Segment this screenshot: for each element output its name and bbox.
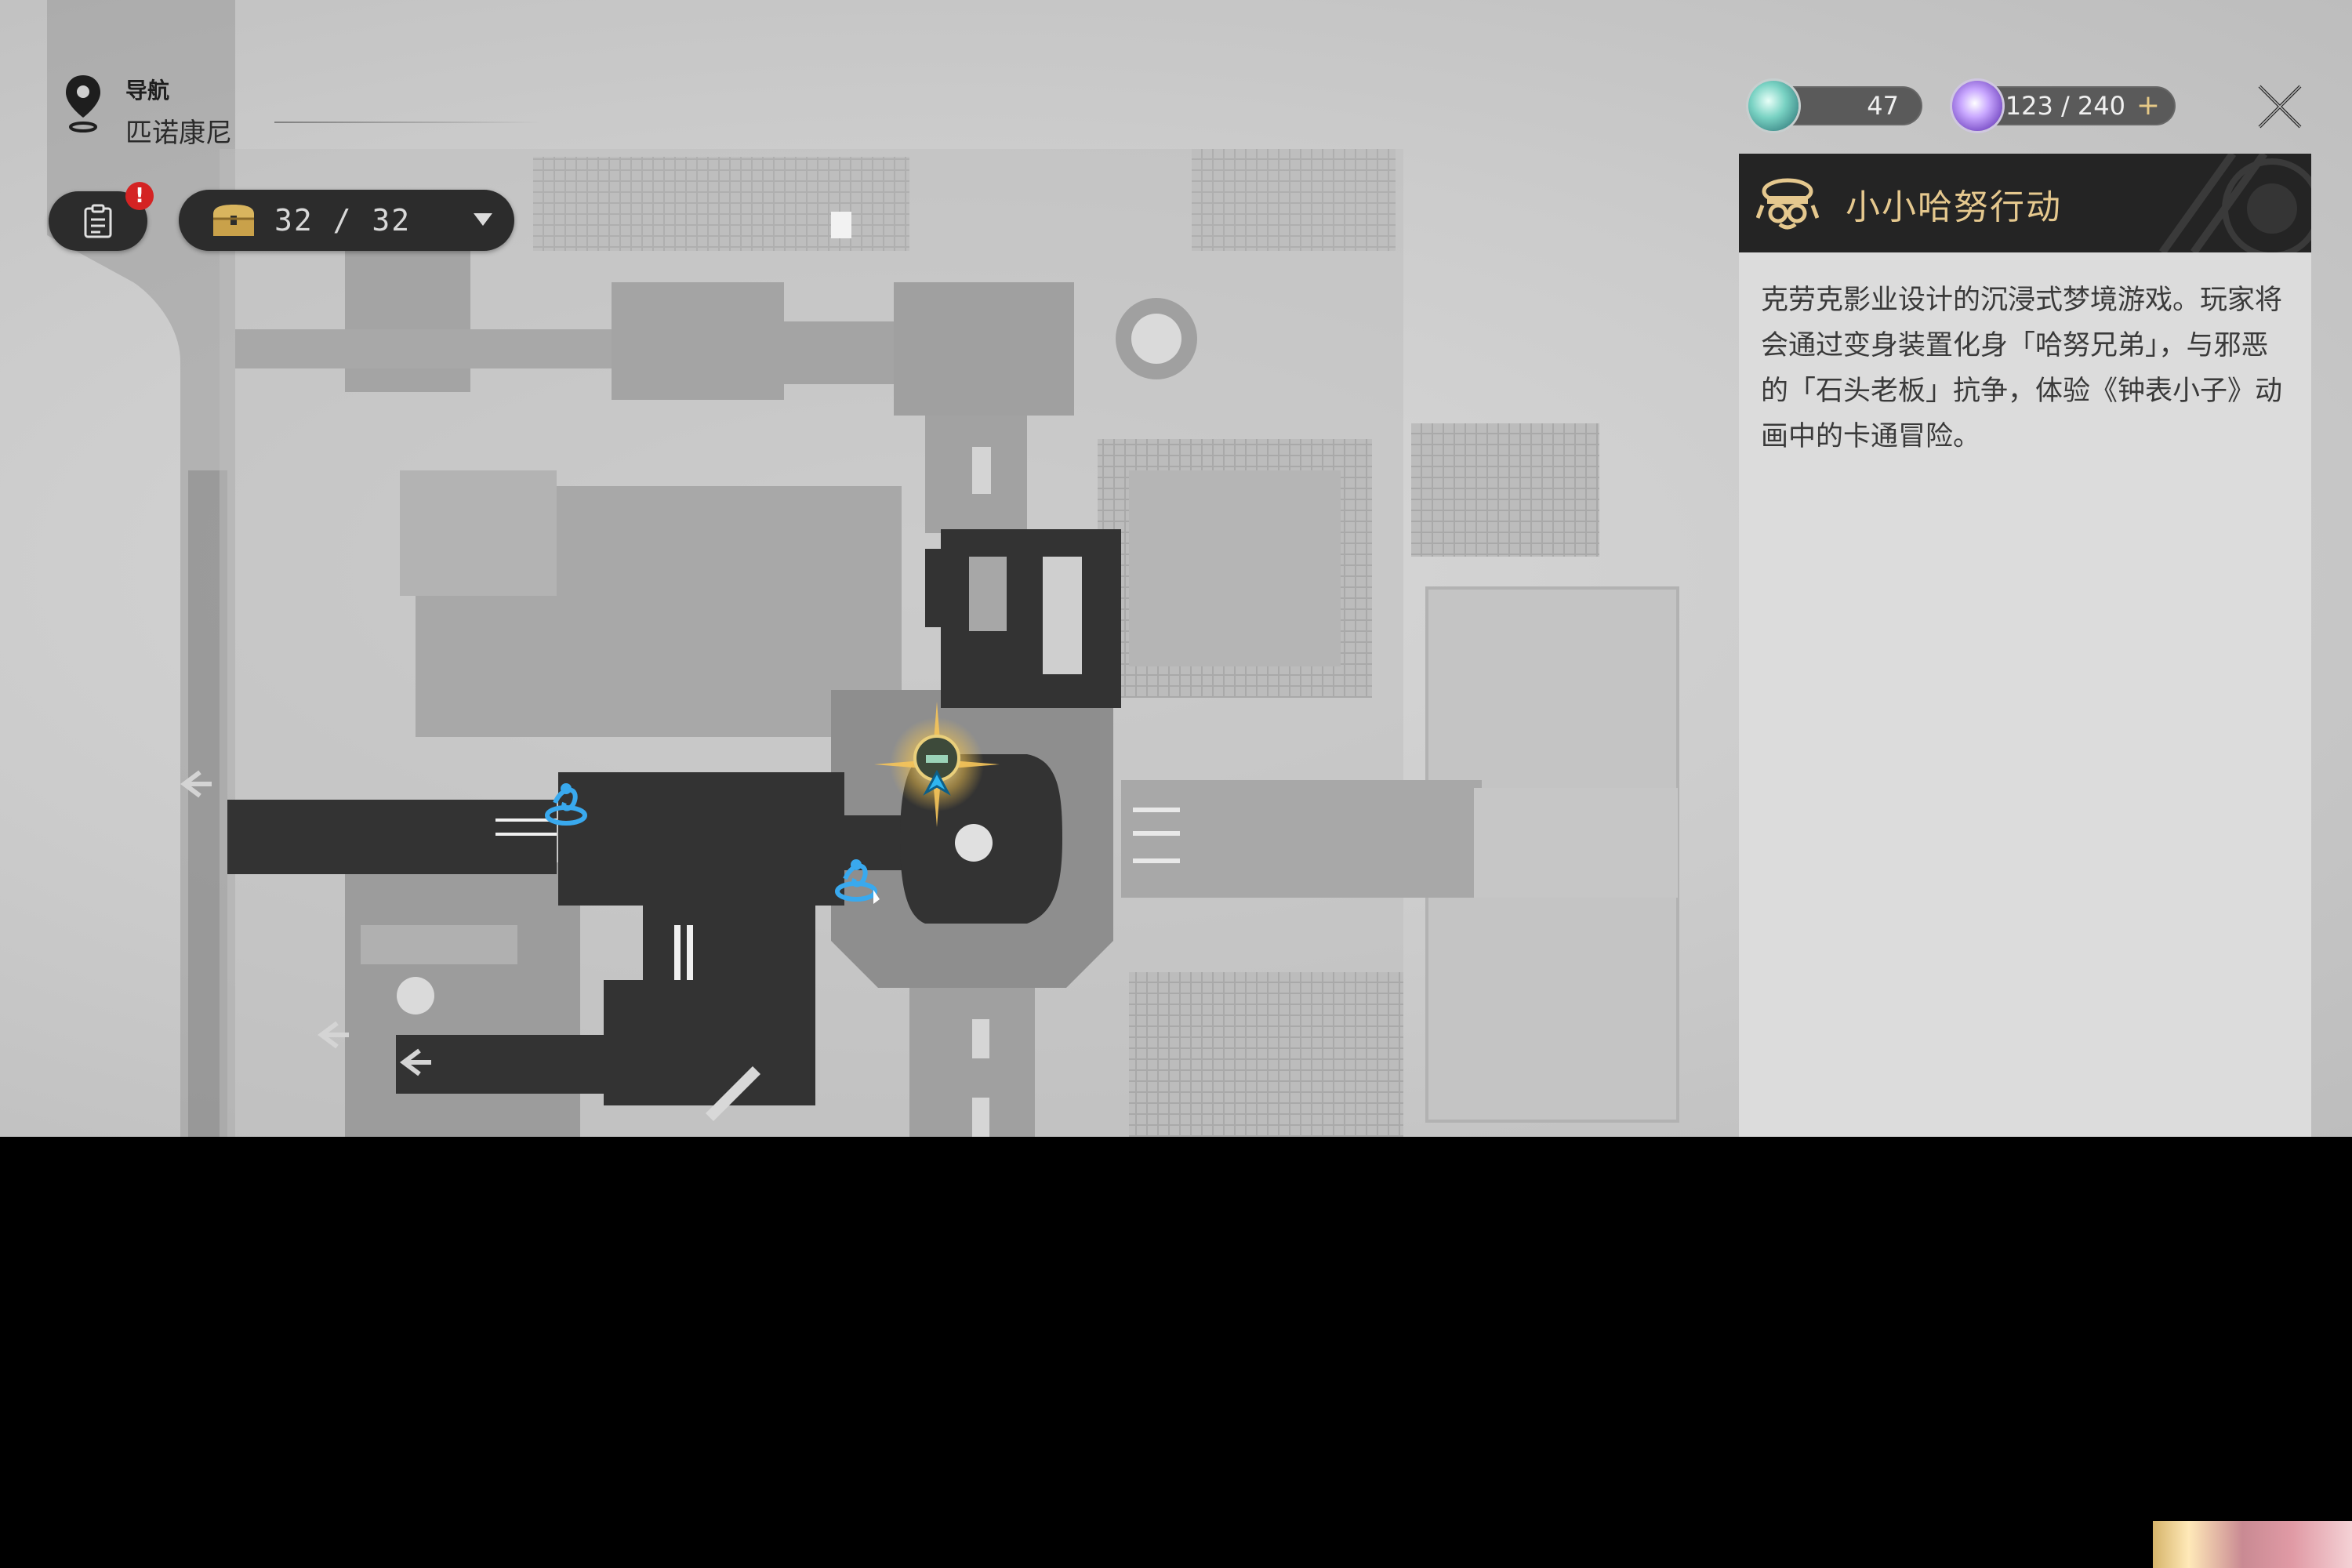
game-screen: 导航 匹诺康尼 ! 32 / 32 47 123 / 240 + bbox=[0, 0, 2352, 1137]
trailblaze-fuel-icon bbox=[1748, 81, 1798, 131]
map-area[interactable] bbox=[0, 0, 1739, 1137]
teleport-waypoint-icon[interactable] bbox=[835, 859, 880, 904]
currency-power-value: 123 / 240 bbox=[2005, 91, 2125, 121]
panel-header-ornament bbox=[2158, 154, 2311, 252]
quest-log-button[interactable] bbox=[49, 191, 147, 251]
currency-power: 123 / 240 + bbox=[1976, 86, 2176, 125]
close-icon[interactable] bbox=[2255, 82, 2305, 132]
nav-divider bbox=[274, 122, 541, 123]
map-path-details bbox=[495, 549, 1180, 1121]
nav-label: 导航 bbox=[125, 78, 170, 103]
currency-fuel-value: 47 bbox=[1867, 91, 1899, 121]
panel-description: 克劳克影业设计的沉浸式梦境游戏。玩家将会通过变身装置化身「哈努兄弟」，与邪恶的「… bbox=[1761, 285, 2283, 452]
player-position-marker bbox=[874, 702, 1000, 827]
corner-glow bbox=[2153, 1521, 2352, 1568]
map-left-wall bbox=[47, 0, 235, 1137]
chevron-down-icon[interactable] bbox=[474, 213, 492, 226]
add-power-button[interactable]: + bbox=[2136, 89, 2160, 122]
trailblaze-power-icon bbox=[1952, 81, 2002, 131]
hanu-emblem-icon bbox=[1756, 178, 1819, 230]
panel-header: 小小哈努行动 bbox=[1739, 154, 2311, 252]
location-pin-icon bbox=[66, 75, 100, 132]
treasure-chest-counter[interactable]: 32 / 32 bbox=[179, 190, 514, 251]
notification-badge: ! bbox=[125, 182, 154, 210]
map-rooms-light bbox=[220, 149, 1679, 1137]
map-exit-arrows bbox=[180, 770, 431, 1076]
navigation-header: 导航 匹诺康尼 bbox=[61, 72, 232, 150]
nav-location-name[interactable]: 匹诺康尼 bbox=[125, 118, 232, 149]
panel-title: 小小哈努行动 bbox=[1846, 187, 2062, 227]
location-info-panel: 小小哈努行动 克劳克影业设计的沉浸式梦境游戏。玩家将会通过变身装置化身「哈努兄弟… bbox=[1739, 154, 2311, 1137]
chest-count: 32 / 32 bbox=[274, 203, 412, 238]
treasure-chest-icon bbox=[213, 205, 254, 236]
teleport-waypoint-icon[interactable] bbox=[545, 783, 587, 826]
clipboard-icon bbox=[84, 204, 112, 238]
